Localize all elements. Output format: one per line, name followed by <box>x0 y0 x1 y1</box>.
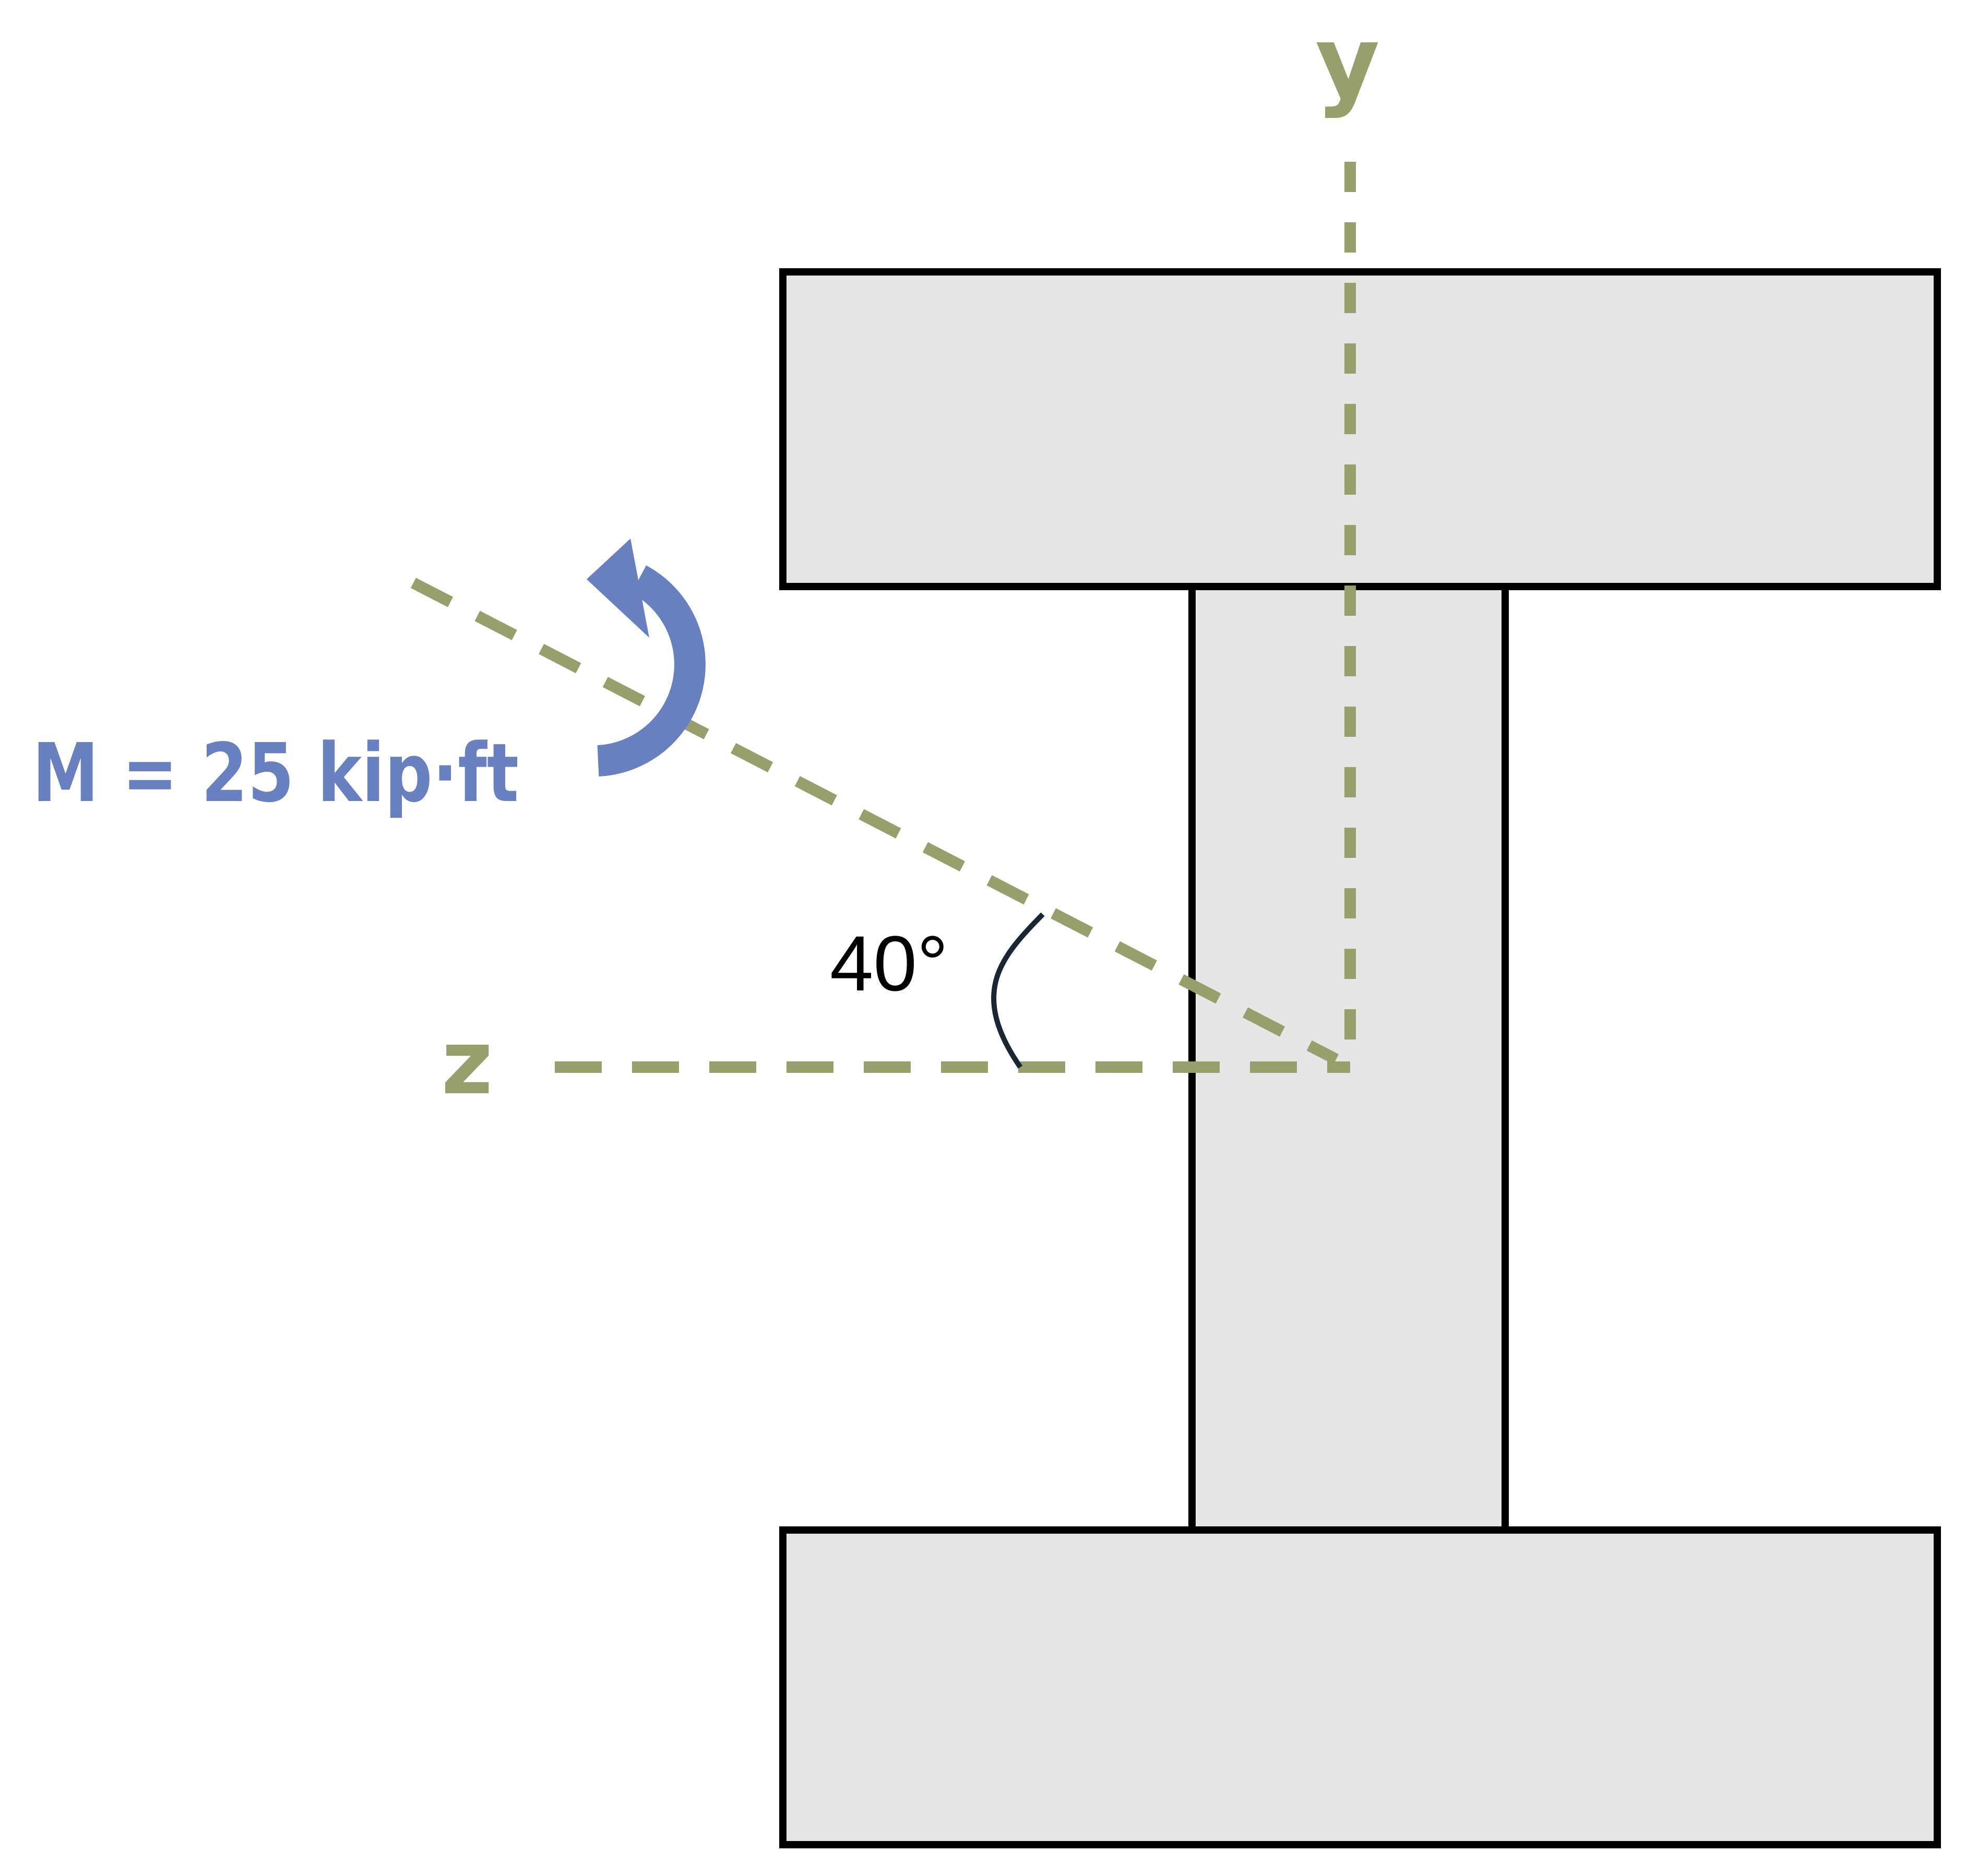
axis-z-label: z <box>442 1011 493 1115</box>
axis-y-label: y <box>1315 5 1380 120</box>
moment-label: M = 25 kip·ft <box>32 726 519 820</box>
web <box>1188 582 1509 1535</box>
angle-label: 40° <box>830 919 948 1007</box>
i-beam-section <box>779 268 1941 1848</box>
moment-arrowhead <box>587 539 649 638</box>
angle-arc <box>991 912 1045 1069</box>
moment-arrow <box>587 539 706 776</box>
top-flange <box>779 268 1941 590</box>
bottom-flange <box>779 1526 1941 1848</box>
moment-arrow-arc <box>597 565 706 776</box>
axes <box>410 162 1356 1073</box>
moment-axis-line <box>410 578 1339 1065</box>
